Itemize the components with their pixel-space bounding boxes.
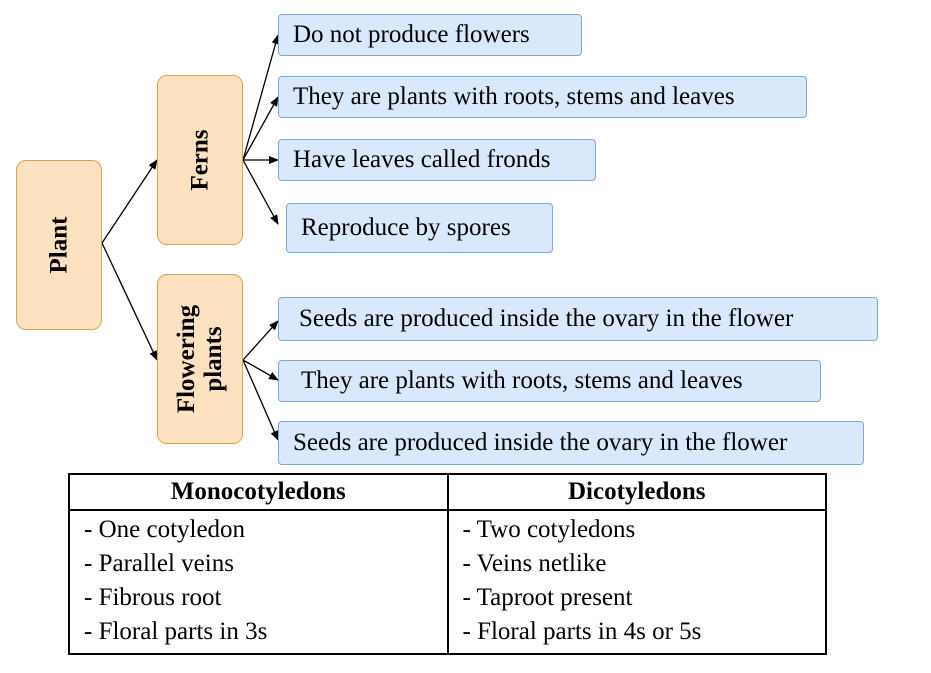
ferns-fact-1: Do not produce flowers bbox=[278, 14, 582, 56]
monocot-cell: - One cotyledon - Parallel veins - Fibro… bbox=[68, 509, 449, 655]
table-header-row: Monocotyledons Dicotyledons bbox=[68, 473, 827, 511]
arrow-ferns-fact-2 bbox=[242, 96, 279, 161]
ferns-fact-3: Have leaves called fronds bbox=[278, 139, 596, 181]
arrow-ferns-fact-1 bbox=[242, 34, 280, 161]
node-plant: Plant bbox=[16, 160, 102, 330]
ferns-fact-2: They are plants with roots, stems and le… bbox=[278, 76, 807, 118]
list-item: - Two cotyledons bbox=[462, 516, 636, 543]
node-flowering-plants: Flowering plants bbox=[157, 274, 243, 444]
flowering-fact-1: Seeds are produced inside the ovary in t… bbox=[278, 297, 878, 341]
node-flowering-plants-label: Flowering plants bbox=[173, 305, 227, 413]
node-ferns-label: Ferns bbox=[186, 129, 214, 191]
node-ferns: Ferns bbox=[157, 75, 243, 245]
arrow-flowering-fact-1 bbox=[242, 320, 279, 361]
table-row: - One cotyledon - Parallel veins - Fibro… bbox=[68, 509, 827, 655]
dicot-cell: - Two cotyledons - Veins netlike - Tapro… bbox=[446, 509, 827, 655]
header-dicotyledons: Dicotyledons bbox=[446, 473, 827, 511]
comparison-table: Monocotyledons Dicotyledons - One cotyle… bbox=[68, 473, 827, 655]
node-flowering-line-1: Flowering bbox=[173, 304, 200, 414]
ferns-fact-4: Reproduce by spores bbox=[286, 203, 553, 253]
arrow-plant-to-flowering bbox=[101, 242, 158, 361]
arrow-plant-to-ferns bbox=[101, 159, 158, 244]
list-item: - Fibrous root bbox=[84, 584, 222, 611]
flowering-fact-3: Seeds are produced inside the ovary in t… bbox=[278, 421, 864, 465]
flowering-fact-2: They are plants with roots, stems and le… bbox=[278, 360, 821, 402]
list-item: - One cotyledon bbox=[84, 516, 246, 543]
node-plant-label: Plant bbox=[45, 216, 73, 274]
node-flowering-line-2: plants bbox=[200, 326, 227, 392]
list-item: - Floral parts in 3s bbox=[84, 618, 268, 645]
header-monocotyledons: Monocotyledons bbox=[68, 473, 449, 511]
arrow-ferns-fact-4 bbox=[242, 159, 279, 225]
list-item: - Floral parts in 4s or 5s bbox=[462, 618, 702, 645]
list-item: - Parallel veins bbox=[84, 550, 234, 577]
arrow-flowering-fact-3 bbox=[242, 359, 279, 441]
list-item: - Taproot present bbox=[462, 584, 633, 611]
arrow-flowering-fact-2 bbox=[242, 359, 279, 381]
list-item: - Veins netlike bbox=[462, 550, 607, 577]
